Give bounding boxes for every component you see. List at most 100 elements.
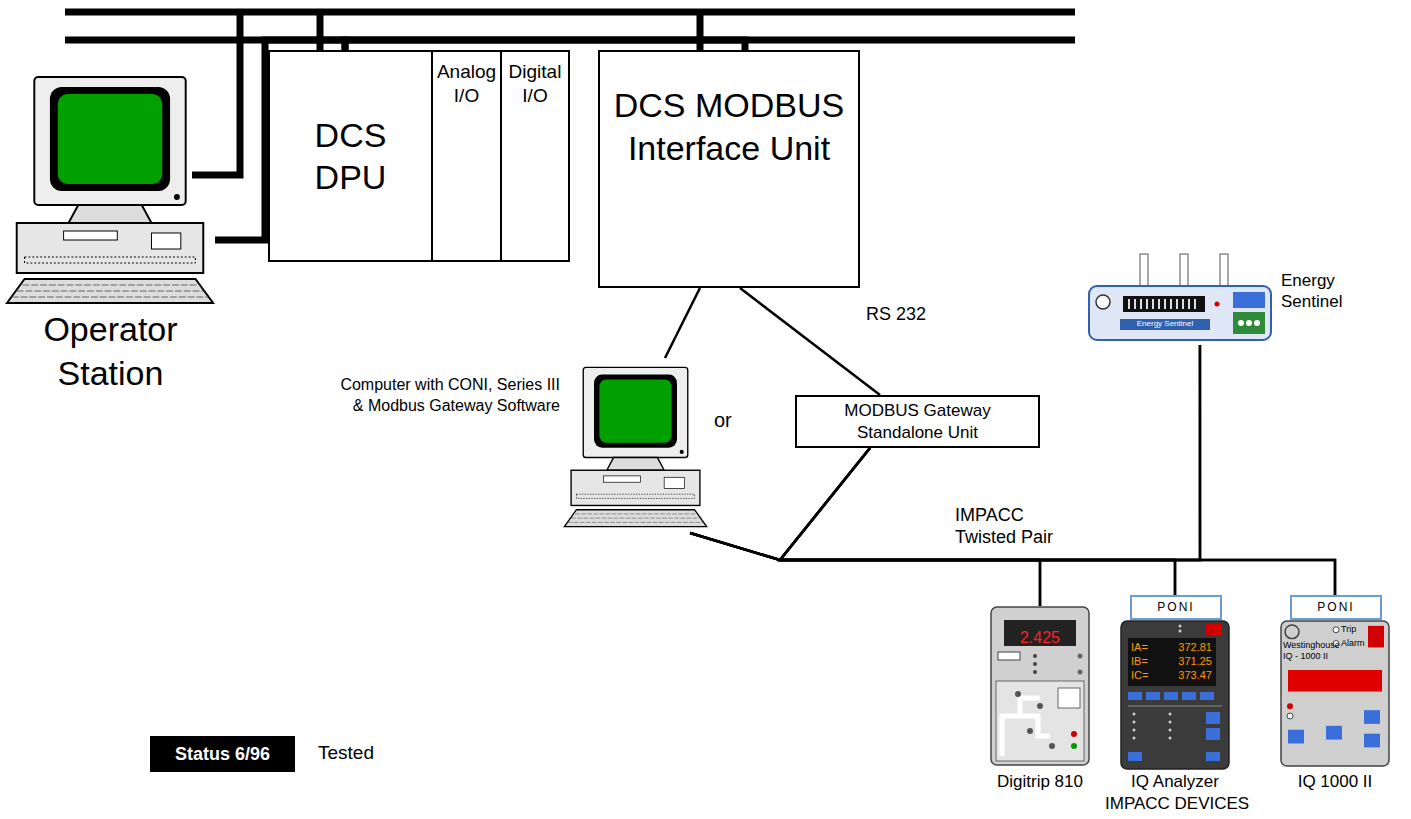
illustration-circle [1254,320,1260,326]
node-text: PONI [1157,600,1194,615]
connector-line [780,345,1200,560]
illustration-rect [1180,254,1188,288]
illustration-circle [1033,662,1037,666]
illustration-rect [599,379,671,442]
node-text: IQ 1000 II [1275,772,1395,792]
analyzer-device: IQ Analyzer PONI [1120,595,1230,794]
illustration-path [68,205,151,223]
energy-sentinel: Energy Sentinel [1085,250,1360,345]
connector-line [690,345,1200,560]
illustration-rect [1281,621,1389,766]
illustration-rect [1206,728,1220,740]
illustration-path [12,285,208,297]
illustration-rect [58,94,163,184]
illustration-rect [1182,692,1196,700]
illustration-circle [1169,729,1172,732]
illustration-circle [1027,728,1033,734]
illustration-circle [680,450,684,454]
illustration-circle [174,194,180,200]
connector-path [665,288,700,358]
bus-drop [697,12,704,50]
bus-drop [317,12,324,50]
connector-path [780,448,1335,595]
illustration-rect [1364,710,1380,724]
illustration-circle [1078,654,1083,659]
illustration-rect [1288,730,1304,744]
indicator-text: Alarm [1341,638,1365,649]
device-illustration [5,75,215,305]
illustration-circle [1049,743,1055,749]
illustration-path [607,458,664,471]
illustration-circle [1169,737,1172,740]
or-label: or [714,408,732,432]
illustration-rect [1140,254,1148,288]
io-box: Analog I/O [431,50,502,262]
process-box: DCS DPU [268,50,433,262]
illustration-rect [1200,692,1214,700]
illustration-circle [1169,713,1172,716]
illustration-rect [64,231,118,240]
illustration-rect [998,652,1020,660]
status-badge: Status 6/96 [150,736,295,772]
illustration-circle [1037,703,1043,709]
display-value: 373.47 [1158,669,1212,682]
illustration-circle [1287,713,1293,719]
illustration-rect [664,477,684,488]
illustration-rect [152,233,181,249]
illustration-rect [50,87,170,191]
interface-box: DCS MODBUS Interface Unit [598,50,860,288]
relay-device: IQ 1000 II PONI [1275,595,1395,794]
indicator-text: Trip [1341,624,1356,635]
illustration-path [1002,698,1050,756]
illustration-rect [1206,752,1220,761]
io-box: Digital I/O [500,50,570,262]
illustration-circle [1033,670,1037,674]
node-text: Status 6/96 [175,743,270,766]
connector-path [740,288,880,395]
node-text: Digitrip 810 [985,772,1095,792]
illustration-rect [25,257,196,263]
illustration-rect [1233,312,1265,334]
illustration-circle [1078,670,1083,675]
illustration-rect [1206,624,1222,635]
node-text: IQ Analyzer [1120,772,1230,792]
illustration-rect [603,476,640,482]
display-text: IA= [1131,641,1148,654]
illustration-rect [1233,292,1265,308]
illustration-circle [1285,625,1299,639]
illustration-rect [583,367,688,457]
illustration-path [1128,706,1222,707]
illustration-rect [1123,296,1205,312]
connector-path [345,40,745,50]
illustration-circle [1169,721,1172,724]
node-text: Operator Station [33,307,188,395]
node-text: DCS MODBUS Interface Unit [609,84,849,169]
operator-station: Operator Station [5,75,215,400]
illustration-rect [1364,734,1380,748]
illustration-rect [576,494,694,498]
node-text: PONI [1317,600,1354,615]
illustration-svg [1085,250,1275,345]
illustration-rect [1288,670,1382,692]
node-text: Computer with CONI, Series III & Modbus … [335,374,560,416]
link-label: RS 232 [866,304,926,326]
illustration-rect [1121,621,1229,769]
illustration-rect [1164,692,1178,700]
brand-text: Westinghouse [1283,640,1340,651]
status-text: Tested [318,742,374,765]
illustration-rect [1128,752,1142,761]
illustration-circle [1071,731,1077,737]
illustration-circle [1179,625,1182,628]
display-value: 2.425 [1004,628,1076,647]
illustration-svg [563,366,708,528]
illustration-circle [1133,713,1136,716]
gateway-box: MODBUS Gateway Standalone Unit [795,395,1040,448]
face-text: Energy Sentinel [1120,319,1210,329]
illustration-circle [1238,320,1244,326]
bus-drop [192,12,240,175]
illustration-g [65,12,1075,175]
illustration-svg [5,75,215,305]
node-text: Analog I/O [434,60,500,108]
display-value: 371.25 [1158,655,1212,668]
